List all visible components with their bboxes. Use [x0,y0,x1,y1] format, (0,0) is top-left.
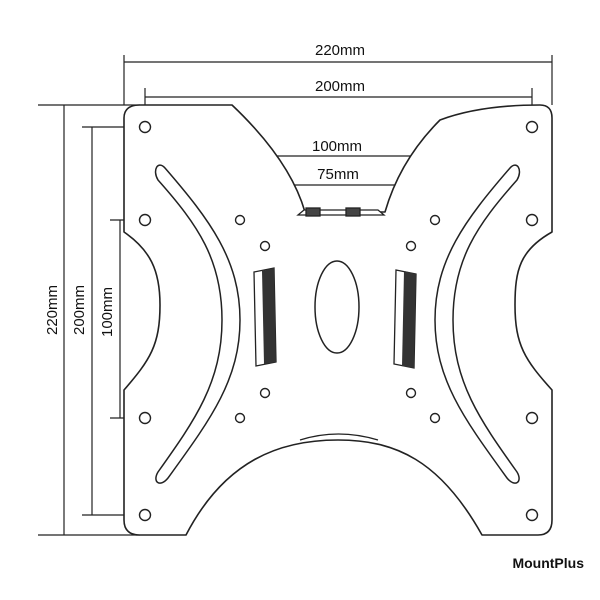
hole-100-bottom-right [429,412,441,424]
mounting-holes [138,120,539,522]
hole-100-bottom-left [234,412,246,424]
top-mid-dimension-label: 100mm [312,138,362,155]
hole-side-left-lower [138,411,152,425]
hole-100-top-right [429,214,441,226]
hole-75-bottom-left [259,387,271,399]
center-oval-cutout [314,260,360,354]
left-mounting-bar [253,267,277,367]
left-curved-slot [154,164,241,484]
brand-label: MountPlus [512,555,584,571]
right-curved-slot [434,164,521,484]
top-bracket [296,207,386,217]
hole-200-bottom-left [138,508,152,522]
top-outer-dimension-label: 220mm [315,42,365,59]
left-outer-dimension-label: 220mm [44,285,61,335]
hole-side-right-upper [525,213,539,227]
top-inner-dimension-label: 200mm [315,78,365,95]
hole-75-bottom-right [405,387,417,399]
bottom-center-bulge [299,433,379,441]
left-small-dimension-label: 100mm [99,287,116,337]
hole-100-top-left [234,214,246,226]
hole-side-right-lower [525,411,539,425]
hole-200-bottom-right [525,508,539,522]
left-inner-dimension-label: 200mm [71,285,88,335]
hole-200-top-right [525,120,539,134]
hole-side-left-upper [138,213,152,227]
hole-200-top-left [138,120,152,134]
right-mounting-bar [393,269,417,369]
hole-75-top-left [259,240,271,252]
hole-75-top-right [405,240,417,252]
left-dimension-lines [38,104,140,536]
top-small-dimension-label: 75mm [317,166,359,183]
